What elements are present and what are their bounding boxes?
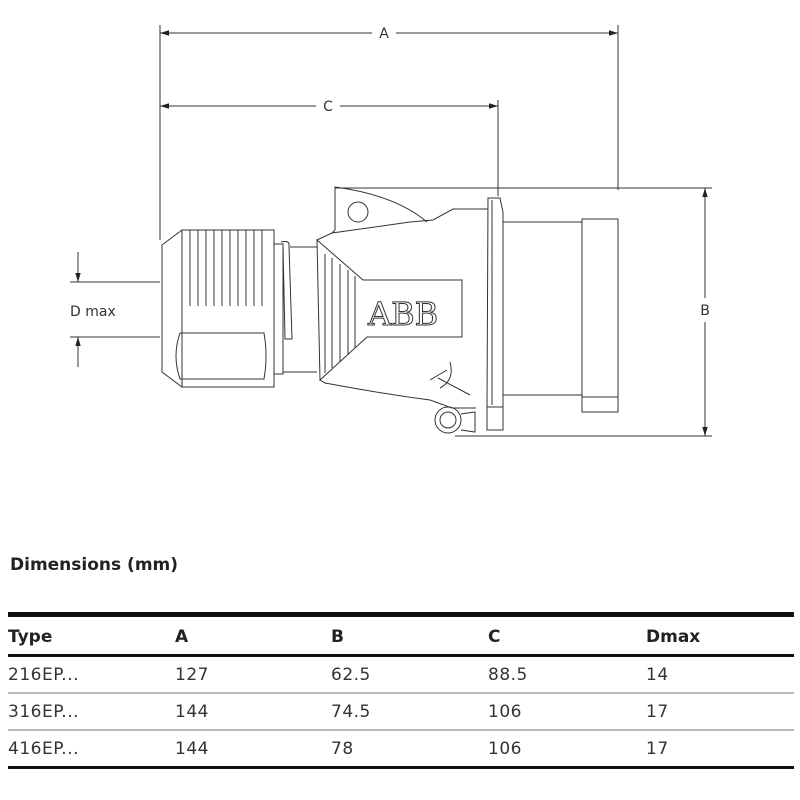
cell-c: 106 — [488, 739, 522, 759]
dimension-a-label: A — [379, 26, 389, 42]
cell-type: 316EP... — [8, 702, 80, 722]
table-row: 216EP... 127 62.5 88.5 14 — [8, 656, 794, 693]
extension-lines — [70, 25, 712, 437]
dimension-b-label: B — [700, 303, 710, 319]
plug-cap — [581, 218, 619, 413]
cell-a: 144 — [175, 702, 209, 722]
plug-dimension-drawing: A C B D max ABB — [70, 25, 712, 437]
abb-logo: ABB — [367, 295, 438, 333]
header-dmax: Dmax — [646, 627, 701, 647]
cell-type: 216EP... — [8, 665, 80, 685]
plug-flange — [486, 197, 504, 431]
dimension-c-label: C — [323, 99, 333, 115]
cell-type: 416EP... — [8, 739, 80, 759]
cell-a: 127 — [175, 665, 209, 685]
header-c: C — [488, 627, 501, 647]
pin-housing — [502, 221, 583, 396]
lanyard-ring-icon — [434, 406, 462, 434]
cell-c: 88.5 — [488, 665, 528, 685]
header-a: A — [175, 627, 189, 647]
table-row: 416EP... 144 78 106 17 — [8, 730, 794, 768]
cell-a: 144 — [175, 739, 209, 759]
cell-b: 62.5 — [331, 665, 371, 685]
cable-gland-nut — [161, 229, 275, 388]
cell-b: 78 — [331, 739, 354, 759]
dimension-dmax-label: D max — [70, 304, 116, 320]
cell-dmax: 14 — [646, 665, 669, 685]
cell-b: 74.5 — [331, 702, 371, 722]
table-row: 316EP... 144 74.5 106 17 — [8, 693, 794, 730]
cell-dmax: 17 — [646, 702, 669, 722]
seal-rings-and-neck — [274, 241, 317, 375]
dimensions-table: Type A B C Dmax 216EP... 127 62.5 88.5 1… — [8, 612, 794, 769]
section-title: Dimensions (mm) — [10, 555, 179, 575]
cell-dmax: 17 — [646, 739, 669, 759]
plug-body — [316, 186, 488, 434]
table-header-row: Type A B C Dmax — [8, 614, 794, 656]
mounting-hole-icon — [347, 201, 369, 223]
header-b: B — [331, 627, 344, 647]
cell-c: 106 — [488, 702, 522, 722]
header-type: Type — [8, 627, 53, 647]
